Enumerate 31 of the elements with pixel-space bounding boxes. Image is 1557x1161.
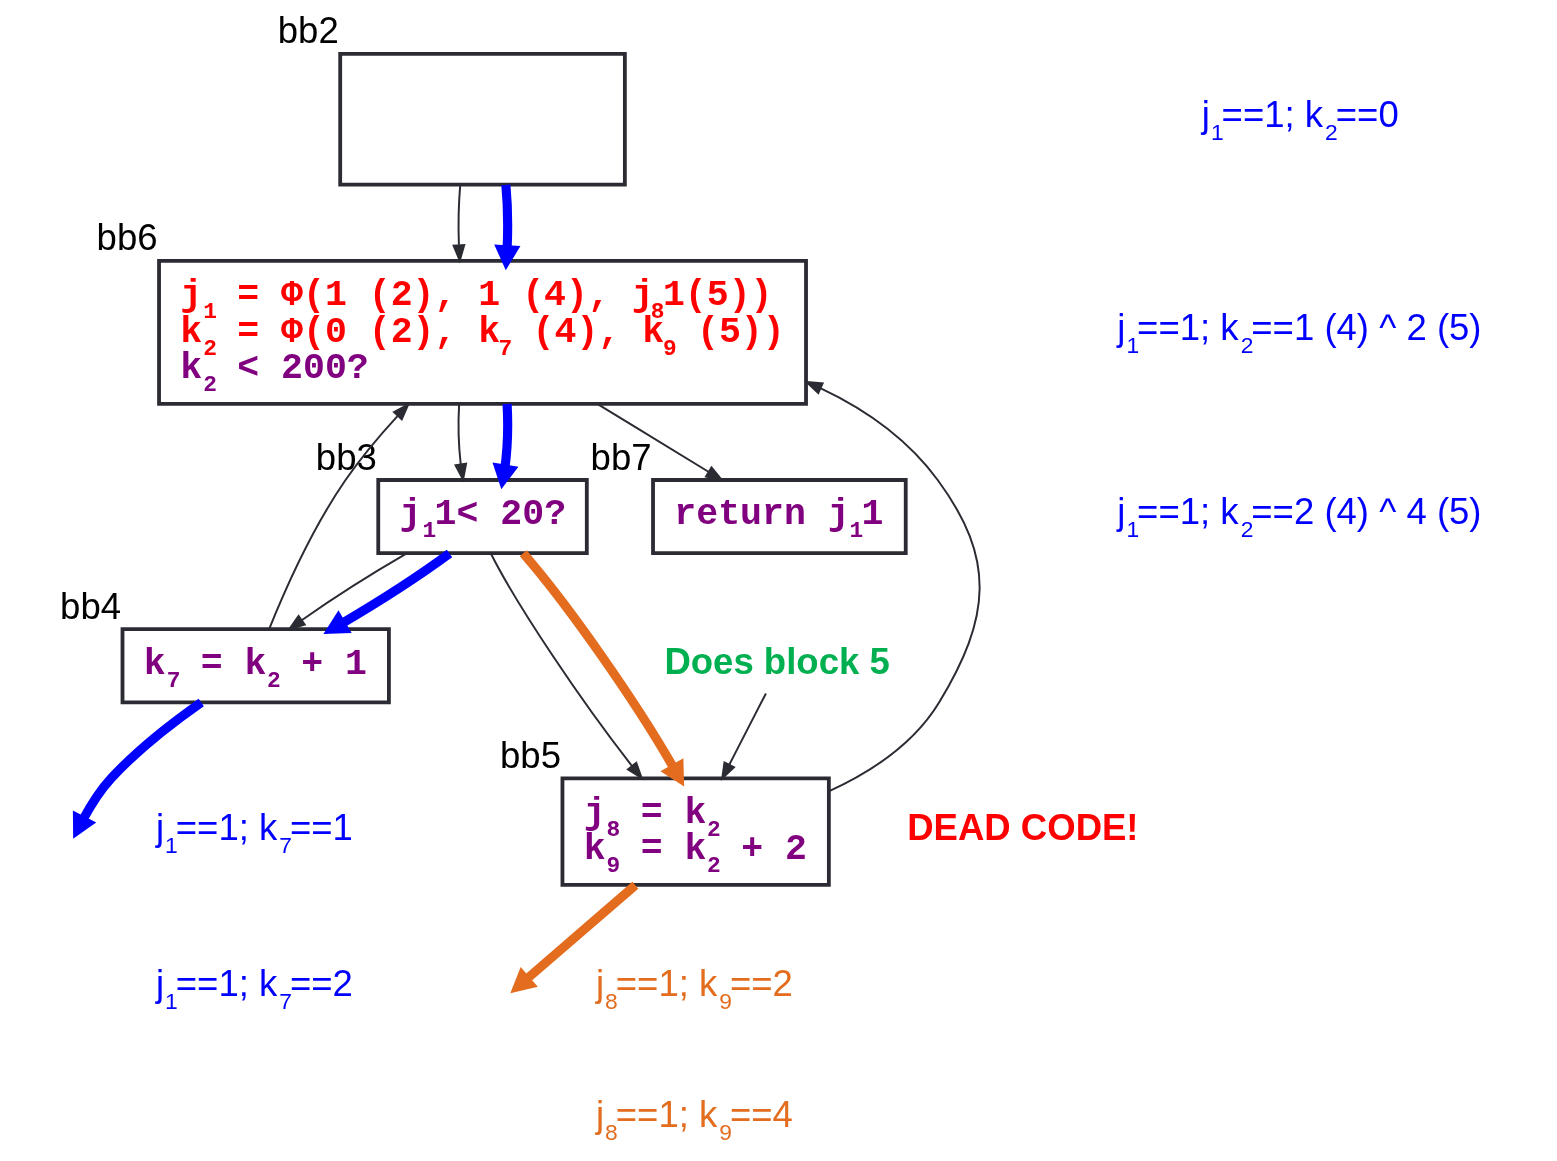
label: j$_{1}$==1; k$_{2}$==0 [1201, 94, 1399, 146]
node-box [337, 51, 627, 187]
node-box: j$_{8}$ = k$_{2}$ k$_{9}$ = k$_{2}$ + 2 [560, 776, 831, 887]
arrow [492, 403, 518, 490]
label: DEAD CODE! [906, 806, 1139, 848]
label: j$_{8}$==1; k$_{9}$==2 [595, 963, 793, 1015]
arrow [267, 402, 410, 630]
arrow [322, 549, 452, 635]
arrow [720, 692, 767, 782]
label: j$_{8}$==1; k$_{9}$==4 [595, 1094, 793, 1146]
node-box: k$_{7}$ = k$_{2}$ + 1 [120, 627, 391, 705]
node-label: bb4 [59, 585, 121, 627]
arrow [493, 184, 520, 271]
node-box: j$_{1}$ = Φ(1 (2), 1 (4), j$_{8}$1(5)) k$_{2}$ = Φ(0 (2), k$_{7}$ (4), k$_{9}$ (5)) k$_{2}$ < 200? [156, 258, 808, 406]
node-text: Does block 5 [663, 640, 890, 682]
arrow [803, 380, 981, 793]
node-label: bb2 [277, 10, 339, 52]
label: j$_{1}$==1; k$_{2}$==2 (4) ^ 4 (5) [1116, 491, 1482, 543]
node-label: bb7 [590, 436, 652, 478]
label: j$_{1}$==1; k$_{7}$==2 [155, 963, 353, 1015]
arrow [451, 183, 466, 264]
label: j$_{1}$==1; k$_{2}$==1 (4) ^ 2 (5) [1116, 307, 1482, 359]
node-box: j$_{1}$1< 20? [375, 478, 589, 555]
arrow [453, 402, 467, 483]
node-label: bb5 [499, 735, 561, 777]
label: j$_{1}$==1; k$_{7}$==1 [155, 806, 353, 858]
node-label: bb6 [96, 217, 158, 259]
arrow [286, 552, 408, 631]
arrow [519, 550, 684, 787]
node-box: return j$_{1}$1 [650, 478, 908, 555]
arrow [489, 552, 643, 781]
